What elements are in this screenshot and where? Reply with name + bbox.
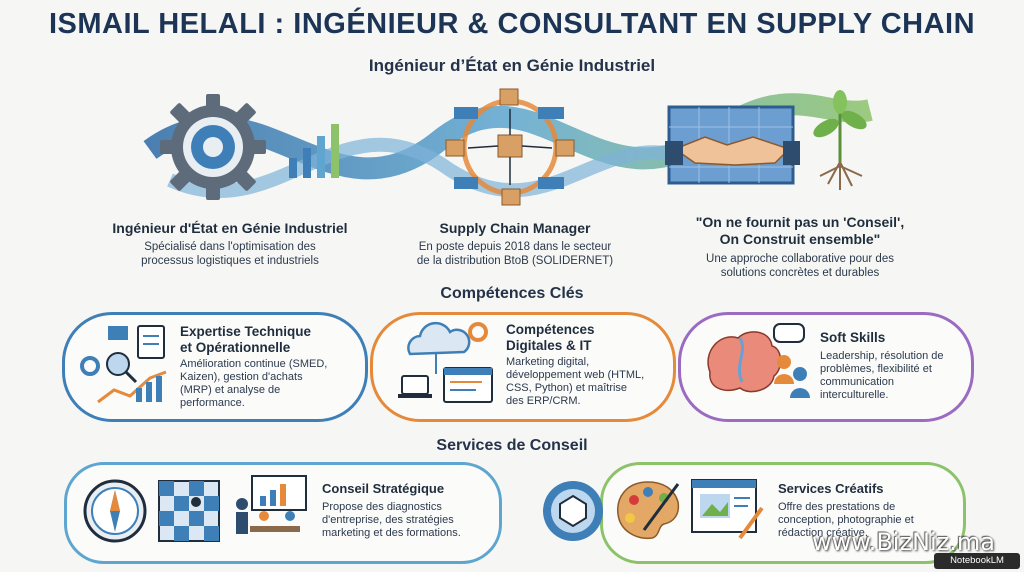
competence-technique-title-1: Expertise Technique — [180, 324, 312, 339]
profile-title-manager: Supply Chain Manager — [439, 220, 591, 236]
profile-title-engineer: Ingénieur d'État en Génie Industriel — [112, 220, 348, 236]
brain-people-icon — [707, 323, 810, 398]
competence-technique-title-2: et Opérationnelle — [180, 340, 291, 355]
cloud-computer-icon — [398, 321, 493, 403]
competence-digital-desc-1: Marketing digital, — [506, 356, 590, 368]
quote-line-1: "On ne fournit pas un 'Conseil', — [695, 214, 905, 230]
competence-technique-desc-1: Amélioration continue (SMED, — [180, 358, 328, 370]
supply-network-icon — [445, 88, 575, 206]
notebooklm-badge: NotebookLM — [934, 553, 1020, 569]
profile-desc-engineer-2: processus logistiques et industriels — [141, 255, 319, 267]
competence-digital-desc-2: développement web (HTML, — [506, 369, 645, 381]
services-heading: Services de Conseil — [436, 437, 588, 454]
service-card-creatif — [600, 462, 966, 564]
service-creatif-desc-2: conception, photographie et — [778, 514, 914, 526]
compass-icon — [83, 479, 147, 543]
competence-soft-desc-3: communication — [820, 376, 894, 388]
process-analysis-icon — [80, 325, 167, 404]
competence-technique-desc-2: Kaizen), gestion d'achats — [180, 371, 303, 383]
bar-growth-icon — [289, 124, 339, 178]
quote-desc-2: solutions concrètes et durables — [720, 267, 880, 279]
camera-aperture-icon — [543, 481, 603, 541]
profile-desc-manager-2: de la distribution BtoB (SOLIDERNET) — [416, 255, 614, 267]
competence-soft-title: Soft Skills — [820, 330, 886, 345]
quote-line-2: On Construit ensemble" — [719, 231, 881, 247]
gear-icon — [160, 94, 266, 200]
palette-icon — [617, 481, 680, 540]
competence-soft-desc-4: interculturelle. — [820, 389, 889, 401]
competence-digital-desc-3: CSS, Python) et maîtrise — [506, 382, 628, 394]
handshake-blueprint-icon — [665, 105, 800, 185]
plant-icon — [813, 90, 867, 190]
competence-technique-desc-4: performance. — [180, 397, 245, 409]
profile-desc-engineer-1: Spécialisé dans l'optimisation des — [144, 241, 316, 253]
quote-desc-1: Une approche collaborative pour des — [706, 253, 894, 265]
service-creatif-title: Services Créatifs — [778, 481, 884, 496]
page-title: ISMAIL HELALI : INGÉNIEUR & CONSULTANT E… — [48, 8, 976, 40]
service-creatif-desc-3: rédaction créative. — [778, 527, 868, 539]
competence-technique-desc-3: (MRP) et analyse de — [180, 384, 281, 396]
competence-digital-title-2: Digitales & IT — [506, 338, 592, 353]
service-strategique-title: Conseil Stratégique — [322, 481, 445, 496]
meeting-presentation-icon — [236, 475, 307, 534]
design-window-icon — [691, 479, 764, 540]
profile-desc-manager-1: En poste depuis 2018 dans le secteur — [418, 241, 612, 253]
competence-digital-desc-4: des ERP/CRM. — [506, 395, 581, 407]
competence-digital-title-1: Compétences — [506, 322, 595, 337]
service-creatif-desc-1: Offre des prestations de — [778, 501, 896, 513]
service-strategique-desc-3: marketing et des formations. — [322, 527, 461, 539]
chessboard-icon — [158, 480, 220, 542]
competence-soft-desc-2: problèmes, flexibilité et — [820, 363, 932, 375]
watermark: www.BizNiz.ma — [812, 528, 995, 556]
service-strategique-desc-2: d'entreprise, des stratégies — [322, 514, 454, 526]
competences-heading: Compétences Clés — [440, 285, 584, 302]
competence-soft-desc-1: Leadership, résolution de — [820, 350, 944, 362]
top-ribbon — [143, 93, 873, 198]
page-subtitle: Ingénieur d’État en Génie Industriel — [368, 56, 656, 75]
service-strategique-desc-1: Propose des diagnostics — [322, 501, 442, 513]
